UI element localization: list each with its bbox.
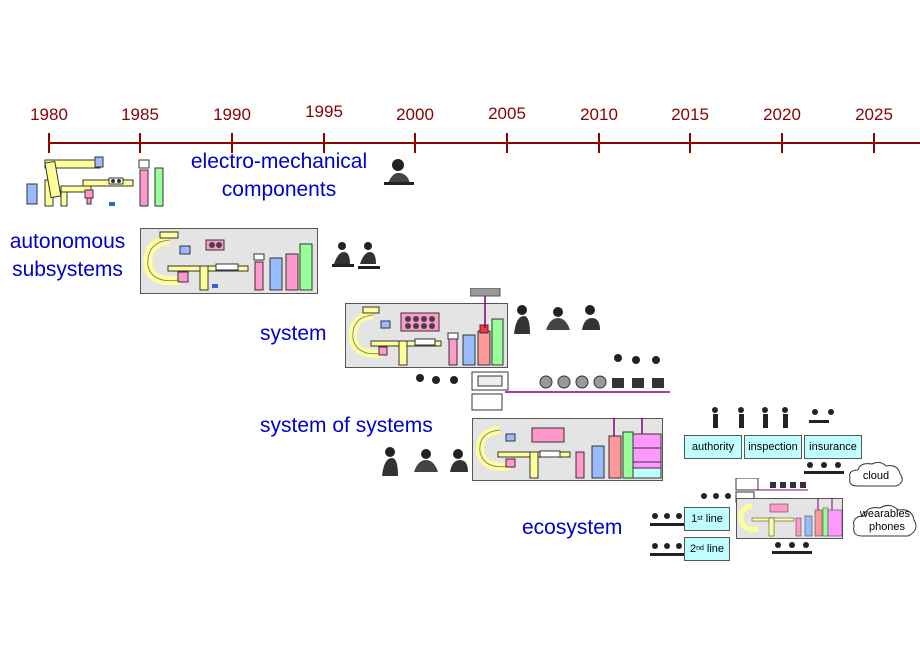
- operator-figures-icon: [332, 242, 380, 269]
- year-label-2005: 2005: [488, 104, 526, 123]
- insurance-box: insurance: [804, 435, 862, 459]
- wearables-cloud-shape: [853, 504, 917, 537]
- system-of-systems-panel: [472, 418, 663, 481]
- phones-label: phones: [868, 521, 906, 533]
- system-panel: [345, 303, 508, 368]
- year-label-2010: 2010: [580, 105, 618, 124]
- phase-label-line: components: [221, 178, 337, 201]
- wearables-label: wearables: [859, 508, 911, 520]
- second-line-suffix: nd: [696, 545, 704, 552]
- support-figures-icon: [804, 462, 844, 474]
- phase-label-autonomous: autonomous subsystems: [0, 228, 135, 284]
- second-line-figures-icon: [650, 543, 684, 556]
- second-line-box: 2nd line: [684, 537, 730, 561]
- phase-label-line: electro-mechanical: [190, 150, 368, 173]
- engineers-group-icon: [514, 305, 600, 334]
- year-label-1995: 1995: [305, 102, 343, 121]
- inspection-box: inspection: [744, 435, 802, 459]
- year-label-2015: 2015: [671, 105, 709, 124]
- authority-box: authority: [684, 435, 742, 459]
- system-of-systems-network: [416, 354, 670, 411]
- phase-label-line: autonomous: [9, 230, 126, 253]
- year-label-1990: 1990: [213, 105, 251, 124]
- phase-label-electro-mechanical: electro-mechanical components: [174, 148, 384, 204]
- cloud-shape: [849, 461, 903, 487]
- phase-label-system-of-systems: system of systems: [260, 414, 433, 437]
- system-link-line: [470, 288, 501, 328]
- year-label-2020: 2020: [763, 105, 801, 124]
- electro-mechanical-machine: [26, 156, 164, 207]
- first-line-box: 1st line: [684, 507, 730, 531]
- ecosystem-panel: [736, 498, 843, 539]
- year-label-2000: 2000: [396, 105, 434, 124]
- phase-label-ecosystem: ecosystem: [522, 516, 623, 539]
- second-line-number: 2: [689, 543, 697, 555]
- field-figures-icon: [772, 542, 812, 554]
- year-label-1980: 1980: [30, 105, 68, 124]
- first-line-number: 1: [691, 513, 698, 525]
- cloud-label: cloud: [862, 470, 890, 482]
- year-label-1985: 1985: [121, 105, 159, 124]
- maintenance-figures-icon: [382, 447, 468, 476]
- first-line-figures-icon: [650, 513, 684, 526]
- phase-label-line: subsystems: [12, 258, 123, 281]
- first-line-word: line: [705, 513, 723, 525]
- first-line-suffix: st: [697, 515, 703, 522]
- engineer-figure-icon: [384, 159, 414, 185]
- stakeholder-figures-icon: [712, 407, 834, 428]
- ecosystem-network: [701, 478, 808, 503]
- year-label-2025: 2025: [855, 105, 893, 124]
- phase-label-system: system: [260, 322, 327, 345]
- autonomous-subsystems-panel: [140, 228, 318, 294]
- second-line-word: line: [706, 543, 725, 555]
